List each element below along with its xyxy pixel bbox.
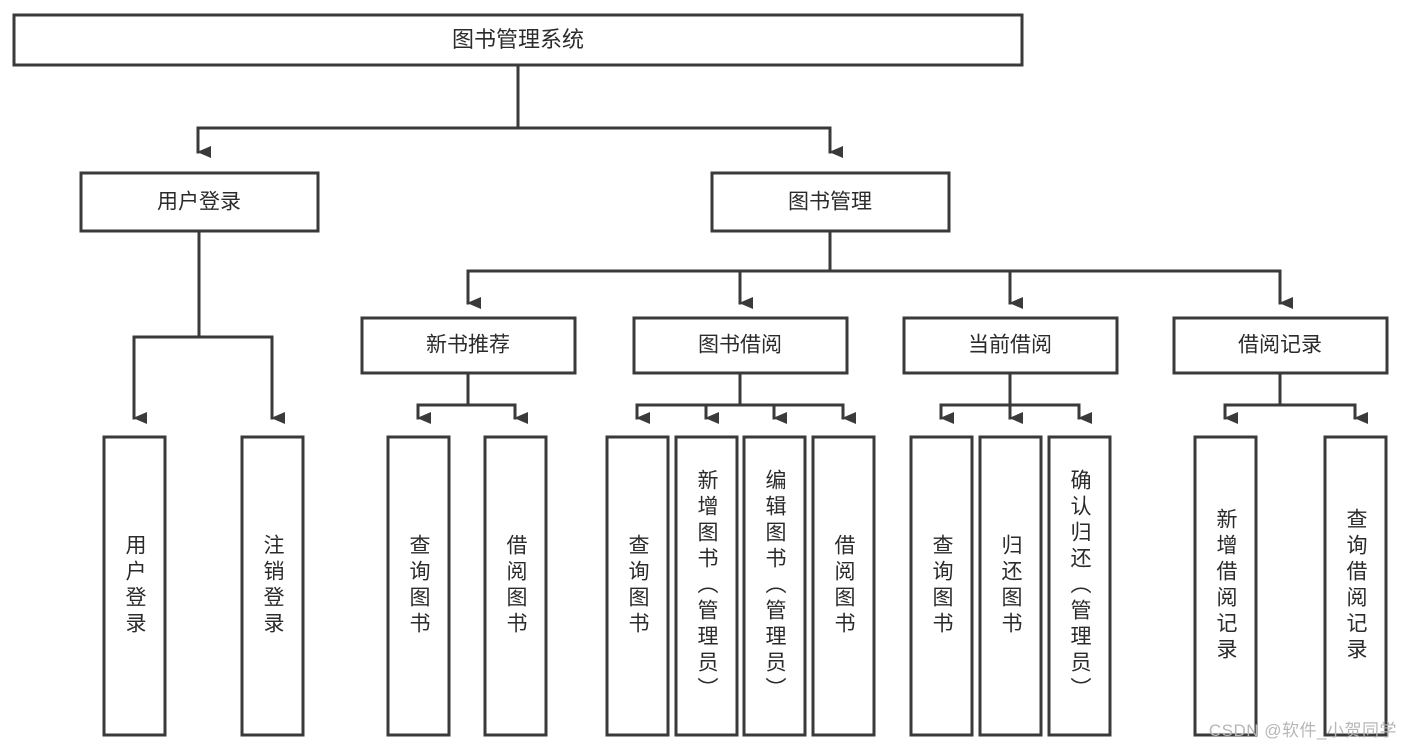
book-borrow-label: 图书借阅 [698, 334, 782, 357]
borrow-record-box [1172, 316, 1389, 375]
node-new-book-recommend[interactable]: 新书推荐 [360, 316, 577, 375]
edges-current-borrow-to-leaves [939, 371, 1092, 424]
leaf-borrow-book-1-box[interactable] [483, 435, 548, 737]
node-current-borrow[interactable]: 当前借阅 [902, 316, 1119, 375]
edges-user-login-to-leaves [132, 229, 285, 424]
edges-book-manage-to-level2 [466, 229, 1293, 309]
leaf-boxes [102, 435, 1388, 737]
leaf-query-book-3-box[interactable] [909, 435, 974, 737]
node-root[interactable]: 图书管理系统 [12, 13, 1024, 67]
book-borrow-box [632, 316, 849, 375]
leaf-confirm-return-admin-box[interactable] [1047, 435, 1112, 737]
new-book-recommend-box [360, 316, 577, 375]
leaf-query-book-2-box[interactable] [605, 435, 670, 737]
node-book-manage[interactable]: 图书管理 [710, 171, 951, 233]
user-login-label: 用户登录 [157, 191, 241, 214]
leaf-user-login-box[interactable] [102, 435, 167, 737]
leaf-add-borrow-record-box[interactable] [1193, 435, 1258, 737]
edges-new-book-recommend-to-leaves [416, 371, 528, 424]
borrow-record-label: 借阅记录 [1238, 334, 1322, 357]
node-user-login[interactable]: 用户登录 [79, 171, 320, 233]
edges-borrow-record-to-leaves [1223, 371, 1368, 424]
leaf-edit-book-admin-box[interactable] [742, 435, 807, 737]
leaf-borrow-book-2-box[interactable] [811, 435, 876, 737]
root-box [12, 13, 1024, 67]
node-borrow-record[interactable]: 借阅记录 [1172, 316, 1389, 375]
csdn-watermark: CSDN @软件_小贺同学 [1208, 721, 1397, 740]
leaf-query-book-1-box[interactable] [386, 435, 451, 737]
leaf-logout-login-box[interactable] [240, 435, 305, 737]
new-book-recommend-label: 新书推荐 [426, 334, 510, 357]
root-label: 图书管理系统 [452, 27, 584, 52]
book-manage-box [710, 171, 951, 233]
book-manage-label: 图书管理 [788, 191, 872, 214]
current-borrow-box [902, 316, 1119, 375]
leaf-query-borrow-record-box[interactable] [1323, 435, 1388, 737]
current-borrow-label: 当前借阅 [968, 334, 1052, 357]
leaf-add-book-admin-box[interactable] [674, 435, 739, 737]
leaf-return-book-box[interactable] [978, 435, 1043, 737]
node-book-borrow[interactable]: 图书借阅 [632, 316, 849, 375]
edges-book-borrow-to-leaves [635, 371, 856, 424]
edges-root-to-level1 [196, 63, 843, 158]
